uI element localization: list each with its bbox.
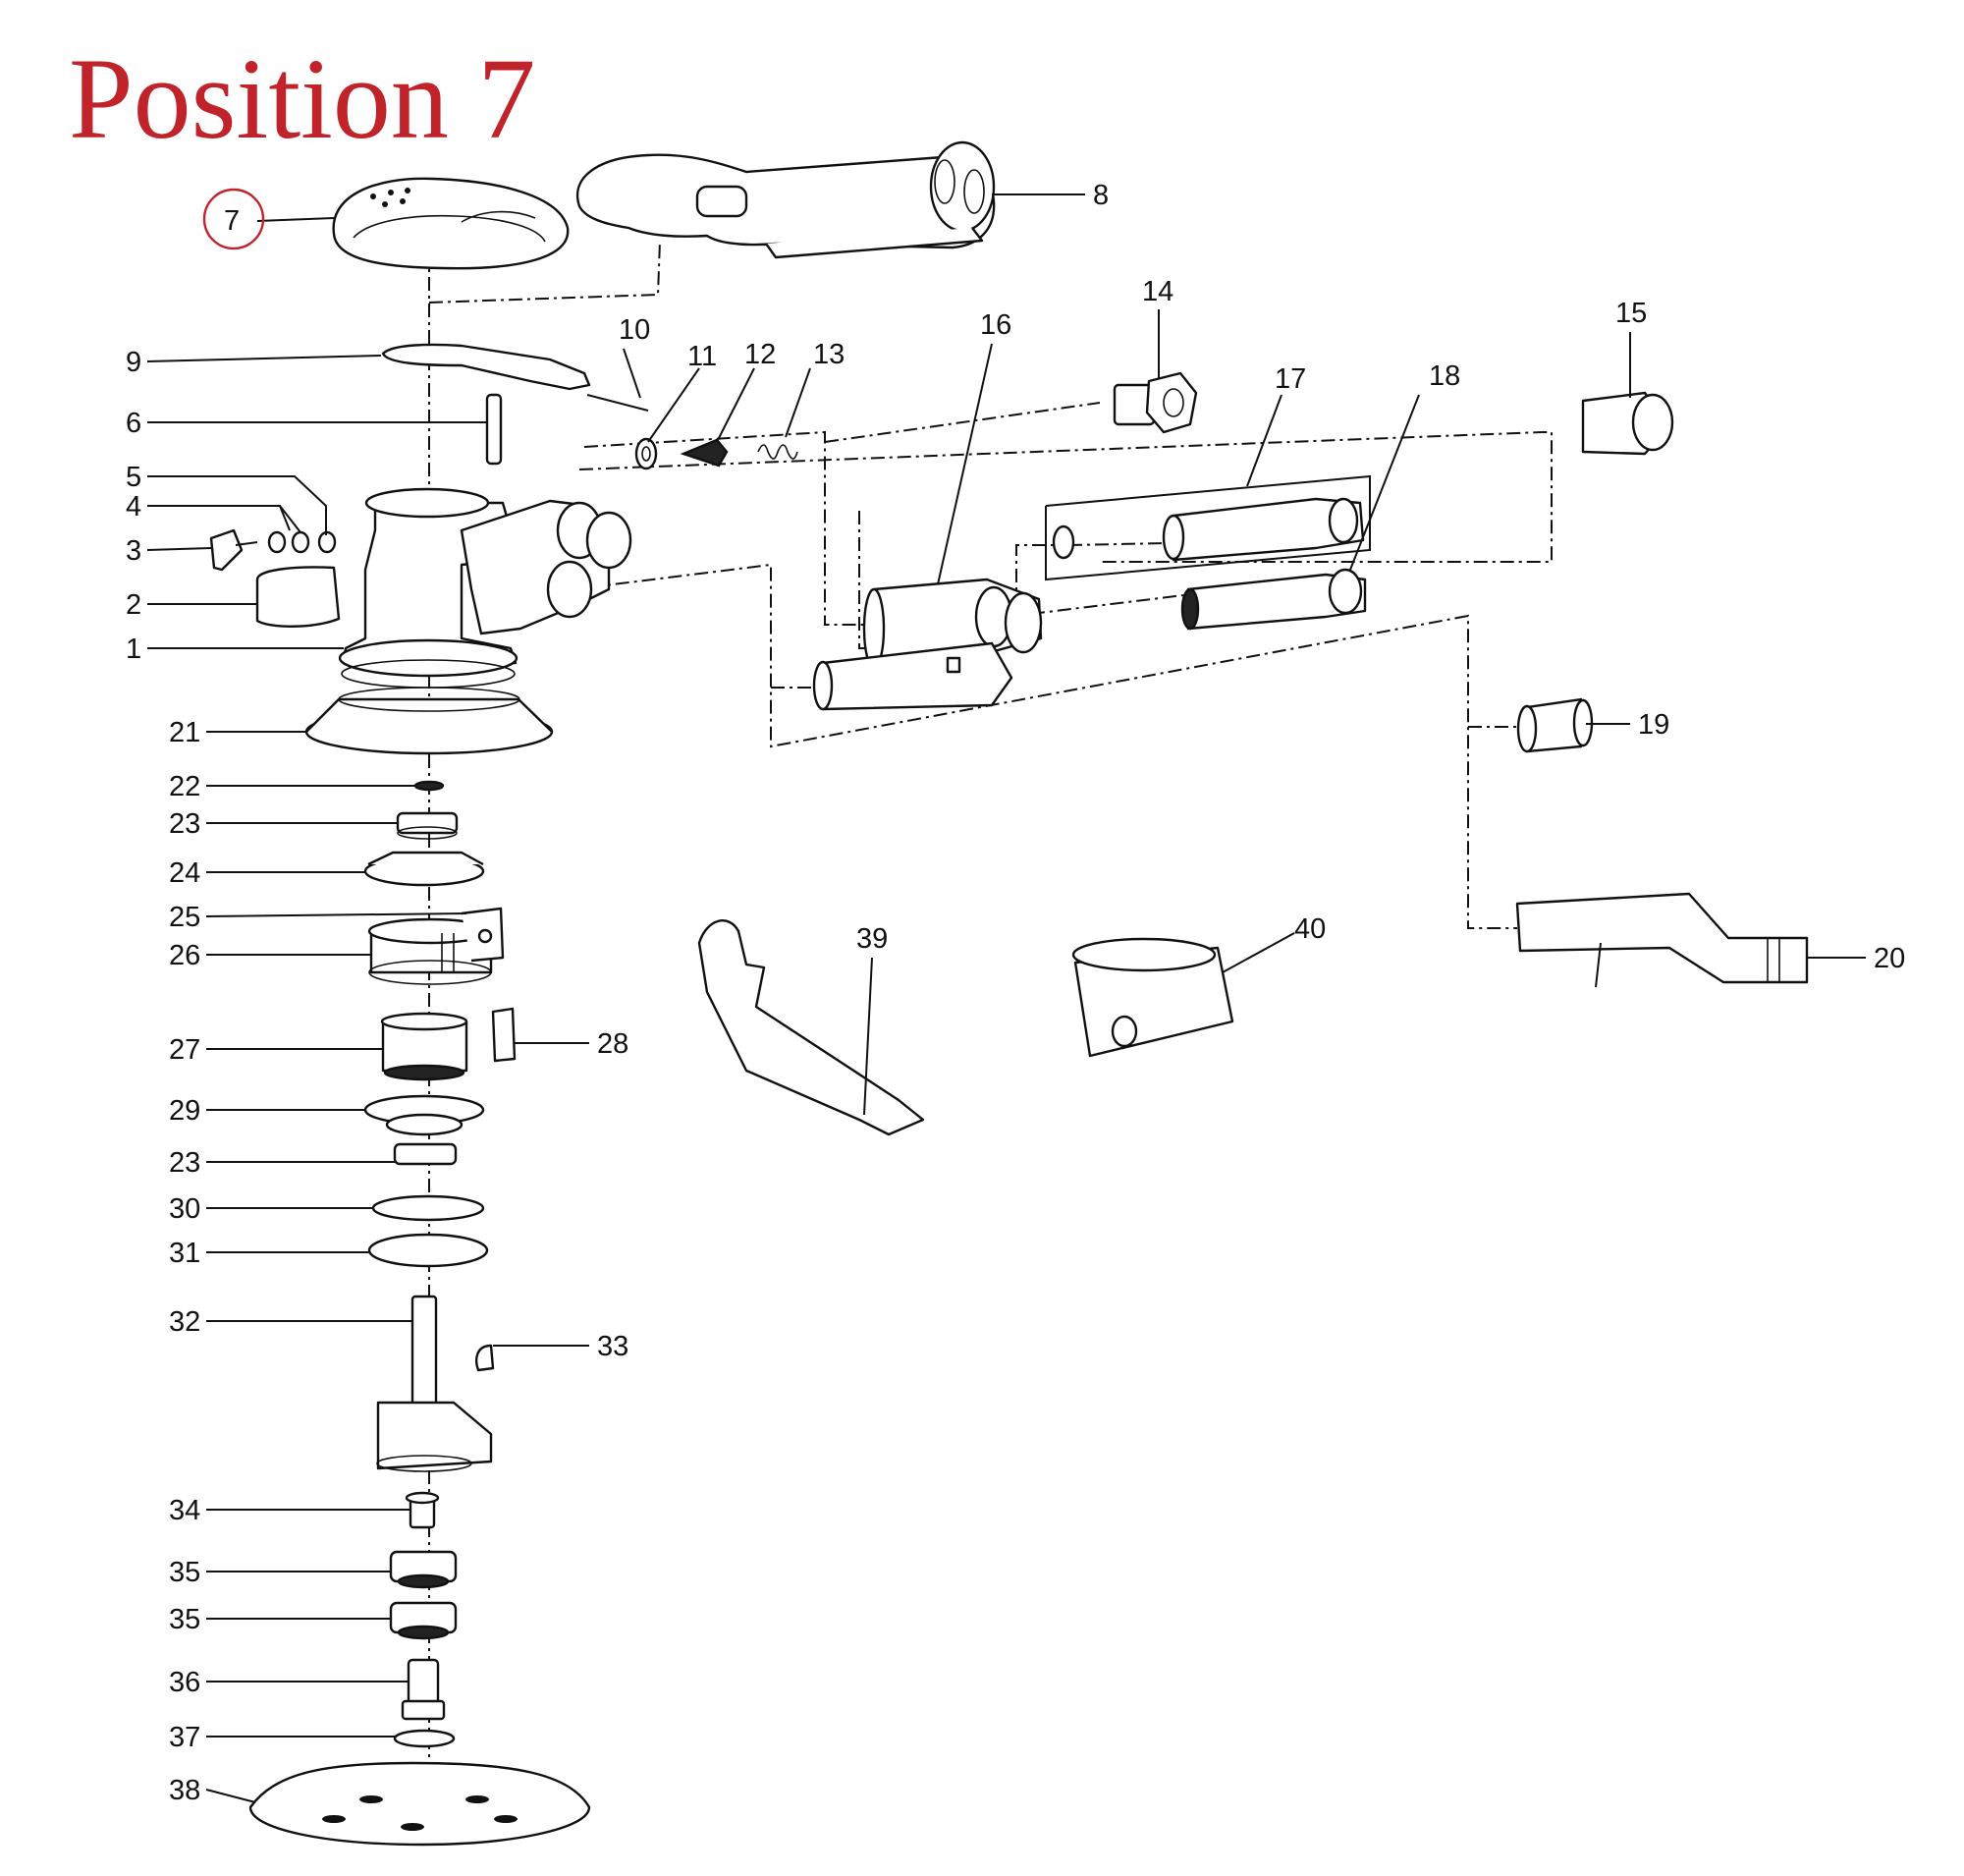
callout-15: 15 (1615, 298, 1647, 329)
part-27-rotor[interactable] (380, 1012, 468, 1081)
part-9-gasket[interactable] (381, 343, 591, 391)
part-6-rod[interactable] (485, 393, 503, 466)
callout-12: 12 (744, 339, 776, 370)
callout-25: 25 (169, 902, 200, 933)
part-20-exhaust-adapter[interactable] (1515, 892, 1809, 988)
callout-26: 26 (169, 940, 200, 971)
part-26-cylinder[interactable] (367, 917, 493, 985)
callout-32: 32 (169, 1306, 200, 1338)
part-31-seal[interactable] (367, 1233, 489, 1268)
callout-13: 13 (813, 339, 845, 370)
part-29-end-plate[interactable] (363, 1094, 485, 1136)
callout-22: 22 (169, 771, 200, 802)
callout-29: 29 (169, 1095, 200, 1127)
part-10-pin[interactable] (586, 394, 649, 412)
callout-35-lower: 35 (169, 1604, 200, 1635)
leader-lines (146, 193, 1866, 1803)
callout-10: 10 (619, 314, 650, 346)
part-40-spanner-ring[interactable] (1071, 937, 1234, 1058)
part-7-top-cap[interactable] (332, 177, 570, 270)
part-18-cylinder-nut[interactable] (1180, 568, 1367, 631)
part-38-sanding-pad[interactable] (248, 1761, 591, 1847)
callout-4: 4 (126, 491, 141, 523)
part-23-bearing-lower[interactable] (393, 1142, 458, 1166)
callout-20: 20 (1874, 943, 1905, 974)
callout-14: 14 (1142, 276, 1173, 307)
callout-8: 8 (1093, 180, 1109, 211)
callout-17: 17 (1275, 363, 1306, 395)
part-16-valve-body[interactable] (812, 578, 1043, 711)
callout-34: 34 (169, 1495, 200, 1526)
callout-40: 40 (1294, 913, 1326, 945)
part-34-screw[interactable] (405, 1491, 440, 1529)
callout-19: 19 (1638, 709, 1669, 741)
assembly-axis-lines (428, 240, 1553, 1768)
callout-18: 18 (1429, 360, 1460, 392)
part-1-motor-housing[interactable] (338, 487, 632, 689)
callout-37: 37 (169, 1722, 200, 1753)
part-14-fitting[interactable] (1113, 371, 1198, 434)
part-25-clamp[interactable] (461, 907, 505, 963)
callout-3: 3 (126, 535, 141, 567)
part-4-washers[interactable] (267, 530, 310, 554)
part-37-washer[interactable] (393, 1729, 456, 1748)
part-30-ring[interactable] (371, 1194, 485, 1222)
part-17-group-box[interactable] (1045, 474, 1371, 581)
callout-31: 31 (169, 1238, 200, 1269)
part-11-washer[interactable] (634, 437, 658, 470)
callout-6: 6 (126, 408, 141, 439)
part-39-wrench[interactable] (697, 919, 925, 1136)
part-13-spring[interactable] (757, 444, 798, 460)
callout-21: 21 (169, 717, 200, 748)
highlight-circle (202, 188, 265, 250)
part-35-bearing-upper[interactable] (389, 1550, 458, 1589)
callout-11: 11 (687, 341, 717, 372)
callout-33: 33 (597, 1331, 628, 1362)
part-15-connector[interactable] (1581, 391, 1674, 456)
part-2-sleeve[interactable] (255, 566, 341, 628)
part-23-bearing-upper[interactable] (396, 811, 459, 840)
callout-36: 36 (169, 1667, 200, 1698)
part-35-bearing-lower[interactable] (389, 1601, 458, 1640)
part-19-bushing[interactable] (1516, 697, 1594, 753)
callout-5: 5 (126, 462, 141, 493)
part-24-plate[interactable] (363, 851, 485, 887)
callout-39: 39 (856, 923, 888, 955)
part-8-handle-housing[interactable] (576, 140, 996, 259)
callout-23-upper: 23 (169, 808, 200, 840)
callout-labels: 7 8 9 10 11 12 13 14 15 16 17 18 19 20 6… (126, 180, 1905, 1806)
part-12-valve-stem[interactable] (680, 438, 729, 468)
part-3-screw[interactable] (209, 528, 258, 572)
callout-9: 9 (126, 347, 141, 378)
callout-2: 2 (126, 589, 141, 621)
callout-1: 1 (126, 634, 141, 665)
part-21-shroud[interactable] (304, 687, 554, 755)
callout-35-upper: 35 (169, 1557, 200, 1588)
callout-7: 7 (224, 205, 240, 237)
part-28-vane[interactable] (491, 1007, 517, 1063)
part-33-cap[interactable] (475, 1344, 495, 1372)
callout-23-lower: 23 (169, 1147, 200, 1179)
callout-28: 28 (597, 1028, 628, 1060)
part-32-spindle[interactable] (376, 1295, 493, 1472)
part-36-bolt[interactable] (401, 1658, 446, 1721)
callout-27: 27 (169, 1034, 200, 1066)
part-22-clip[interactable] (413, 780, 445, 792)
diagram-title: Position 7 (69, 34, 535, 163)
callout-24: 24 (169, 857, 200, 889)
callout-30: 30 (169, 1193, 200, 1225)
callout-16: 16 (980, 309, 1011, 341)
callout-38: 38 (169, 1775, 200, 1806)
